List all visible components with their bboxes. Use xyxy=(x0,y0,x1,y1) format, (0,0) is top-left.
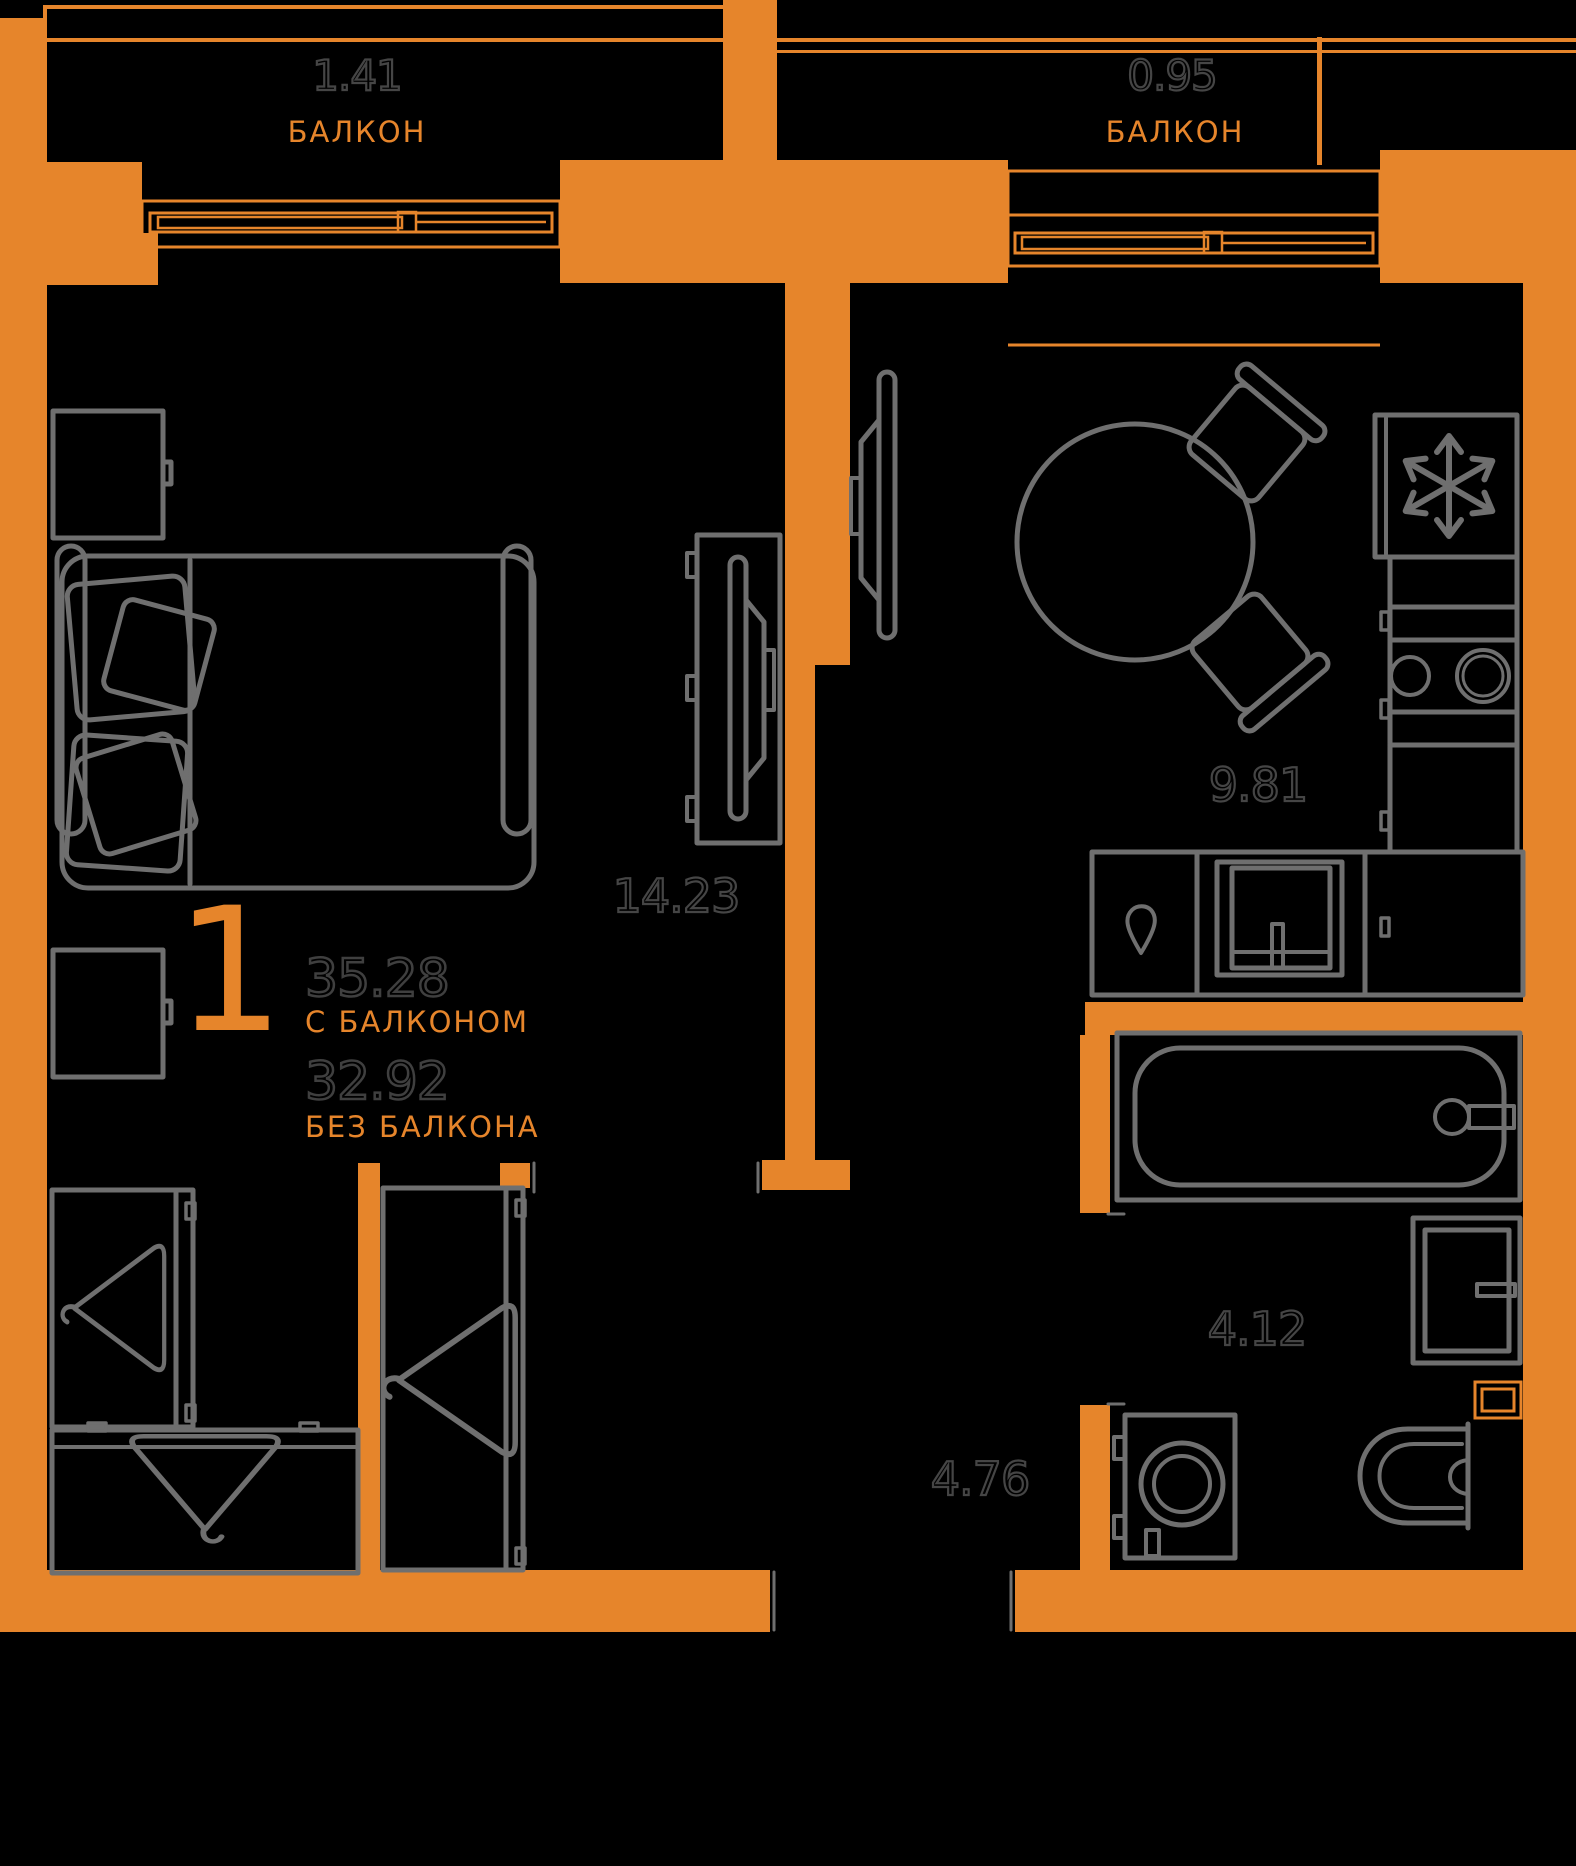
sink-cabinet-drop-icon xyxy=(1125,904,1157,955)
parapet-mid-line xyxy=(47,38,1576,42)
chair-top xyxy=(1186,361,1328,504)
room-door-jambs xyxy=(532,1161,760,1194)
living-room-area: 14.23 xyxy=(612,869,742,923)
parapet-left-vertical xyxy=(43,5,47,162)
apartment-area-without-balcony: 32.92 xyxy=(304,1052,451,1112)
balcony-right-label: БАЛКОН xyxy=(1105,115,1245,149)
parapet-right-end-wall xyxy=(1317,37,1322,165)
balcony-window-left xyxy=(140,199,562,249)
apartment-area-with-balcony: 35.28 xyxy=(304,949,451,1009)
wall-right-outer xyxy=(1523,283,1576,1632)
nightstand-top xyxy=(50,408,174,541)
wall-bathroom-left-lower xyxy=(1080,1405,1110,1572)
entry-door-jambs xyxy=(772,1570,1013,1632)
kitchen-area: 9.81 xyxy=(1208,758,1310,812)
fridge xyxy=(1372,412,1520,560)
balcony-window-right xyxy=(1006,169,1382,347)
wall-top-right-block xyxy=(1380,150,1576,283)
apartment-without-balcony-label: БЕЗ БАЛКОНА xyxy=(305,1110,540,1144)
bed xyxy=(54,543,537,891)
wall-bottom-right xyxy=(1015,1570,1576,1632)
bathtub xyxy=(1114,1030,1523,1203)
wall-left-outer xyxy=(0,18,47,1632)
apartment-with-balcony-label: С БАЛКОНОМ xyxy=(305,1005,530,1039)
wall-balcony-divider xyxy=(723,0,777,162)
balcony-left-label: БАЛКОН xyxy=(287,115,427,149)
hallway-area: 4.76 xyxy=(930,1452,1032,1506)
tv-stand-room xyxy=(685,532,783,846)
toilet xyxy=(1357,1421,1471,1531)
hanger-icon xyxy=(132,1436,278,1541)
bathroom-sink xyxy=(1410,1215,1523,1366)
dining-table xyxy=(1014,421,1256,663)
parapet-left-top-line xyxy=(43,5,723,9)
parapet-right-inner-line xyxy=(777,50,1576,53)
wall-bathroom-top xyxy=(1085,1002,1523,1035)
wall-closet-divider xyxy=(358,1163,380,1570)
hanger-icon xyxy=(384,1306,516,1454)
wardrobe-left-vertical xyxy=(49,1187,197,1430)
wall-room-kitchen-upper xyxy=(785,283,850,665)
nightstand-bottom xyxy=(50,947,174,1080)
vent-shaft xyxy=(1473,1380,1523,1420)
oven xyxy=(1214,859,1345,978)
wardrobe-hall xyxy=(380,1185,527,1573)
wall-corner-top-left xyxy=(47,162,142,285)
tv-kitchen xyxy=(849,369,898,641)
snowflake-icon xyxy=(1402,433,1496,539)
wall-room-kitchen-lower xyxy=(785,665,815,1160)
bathroom-door-jambs xyxy=(1106,1212,1126,1406)
wall-room-kitchen-foot xyxy=(762,1160,850,1190)
bathroom-area: 4.12 xyxy=(1207,1302,1309,1356)
apartment-number: 1 xyxy=(175,870,285,1071)
wall-bathroom-left-upper xyxy=(1080,1035,1110,1213)
wall-top-center-block xyxy=(560,160,1008,283)
washing-machine xyxy=(1112,1412,1238,1561)
balcony-left-area: 1.41 xyxy=(311,51,404,100)
hanger-icon xyxy=(63,1246,165,1370)
kitchen-counter-bottom xyxy=(1089,849,1526,998)
kitchen-counter-right xyxy=(1379,554,1520,938)
wall-bottom-left xyxy=(0,1570,770,1632)
wardrobe-bottom-horizontal xyxy=(49,1421,361,1576)
balcony-right-area: 0.95 xyxy=(1126,51,1219,100)
chair-bottom xyxy=(1189,591,1331,734)
wall-room-door-jamb xyxy=(500,1163,530,1188)
